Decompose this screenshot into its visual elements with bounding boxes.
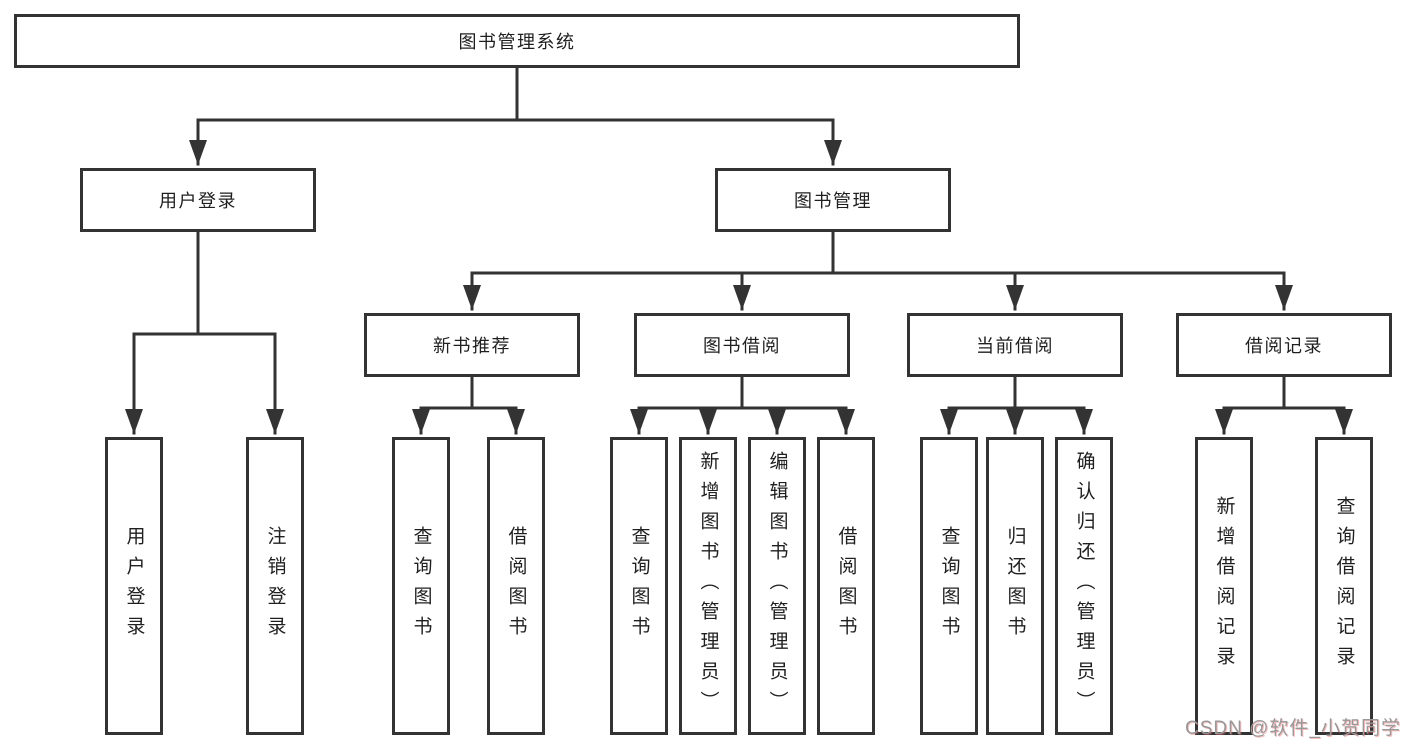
connector-current-borrow-branch bbox=[947, 375, 1086, 410]
leaf-br-add-record: 新增借阅记录 bbox=[1195, 437, 1253, 735]
leaf-br-query-record: 查询借阅记录 bbox=[1315, 437, 1373, 735]
node-current-borrow: 当前借阅 bbox=[907, 313, 1123, 377]
node-borrow-records: 借阅记录 bbox=[1176, 313, 1392, 377]
connector-new-book-rec-branch bbox=[419, 375, 518, 410]
node-book-management-branch: 图书管理 bbox=[715, 168, 951, 232]
leaf-logout: 注销登录 bbox=[246, 437, 304, 735]
connector-book-borrow-branch bbox=[637, 375, 848, 410]
leaf-bb-edit-books-admin: 编辑图书（管理员） bbox=[748, 437, 806, 735]
leaf-cb-return-books: 归还图书 bbox=[986, 437, 1044, 735]
connector-user-login-branch bbox=[132, 230, 277, 336]
connector-book-management-branch bbox=[470, 230, 1286, 275]
connector-root-branch bbox=[196, 66, 835, 122]
leaf-nbr-borrow-books: 借阅图书 bbox=[487, 437, 545, 735]
csdn-watermark: CSDN @软件_小贺同学 bbox=[1185, 718, 1401, 739]
node-book-borrow: 图书借阅 bbox=[634, 313, 850, 377]
node-user-login-branch: 用户登录 bbox=[80, 168, 316, 232]
leaf-bb-add-books-admin: 新增图书（管理员） bbox=[679, 437, 737, 735]
leaf-bb-query-books: 查询图书 bbox=[610, 437, 668, 735]
leaf-cb-confirm-return-admin: 确认归还（管理员） bbox=[1055, 437, 1113, 735]
leaf-bb-borrow-books: 借阅图书 bbox=[817, 437, 875, 735]
node-new-book-recommend: 新书推荐 bbox=[364, 313, 580, 377]
leaf-nbr-query-books: 查询图书 bbox=[392, 437, 450, 735]
leaf-cb-query-books: 查询图书 bbox=[920, 437, 978, 735]
connector-borrow-records-branch bbox=[1222, 375, 1346, 410]
leaf-user-login: 用户登录 bbox=[105, 437, 163, 735]
node-library-management-system: 图书管理系统 bbox=[14, 14, 1020, 68]
